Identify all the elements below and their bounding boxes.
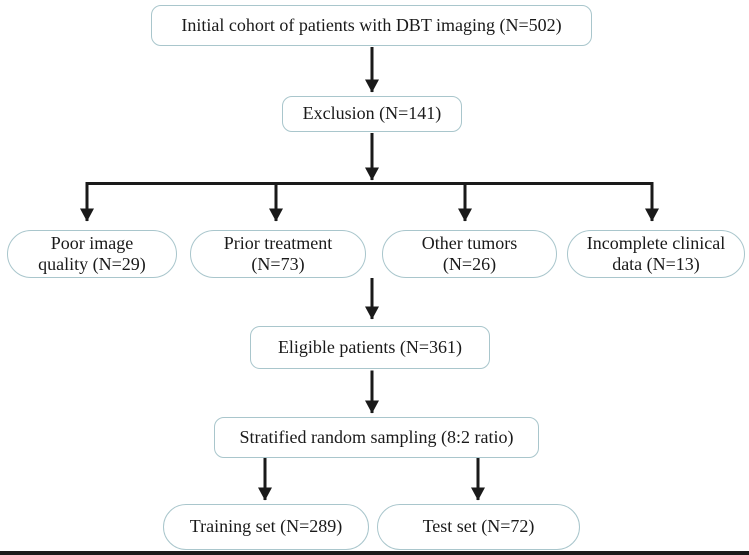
node-prior-treatment: Prior treatment (N=73): [190, 230, 366, 278]
node-initial-cohort: Initial cohort of patients with DBT imag…: [151, 5, 592, 46]
node-poor-image-quality: Poor image quality (N=29): [7, 230, 177, 278]
node-stratified-sampling: Stratified random sampling (8:2 ratio): [214, 417, 539, 458]
node-eligible-patients: Eligible patients (N=361): [250, 326, 490, 369]
node-test-set: Test set (N=72): [377, 504, 580, 550]
figure-bottom-rule: [0, 551, 749, 555]
node-incomplete-clinical-data: Incomplete clinical data (N=13): [567, 230, 745, 278]
node-other-tumors: Other tumors (N=26): [382, 230, 557, 278]
node-exclusion: Exclusion (N=141): [282, 96, 462, 132]
node-training-set: Training set (N=289): [163, 504, 369, 550]
